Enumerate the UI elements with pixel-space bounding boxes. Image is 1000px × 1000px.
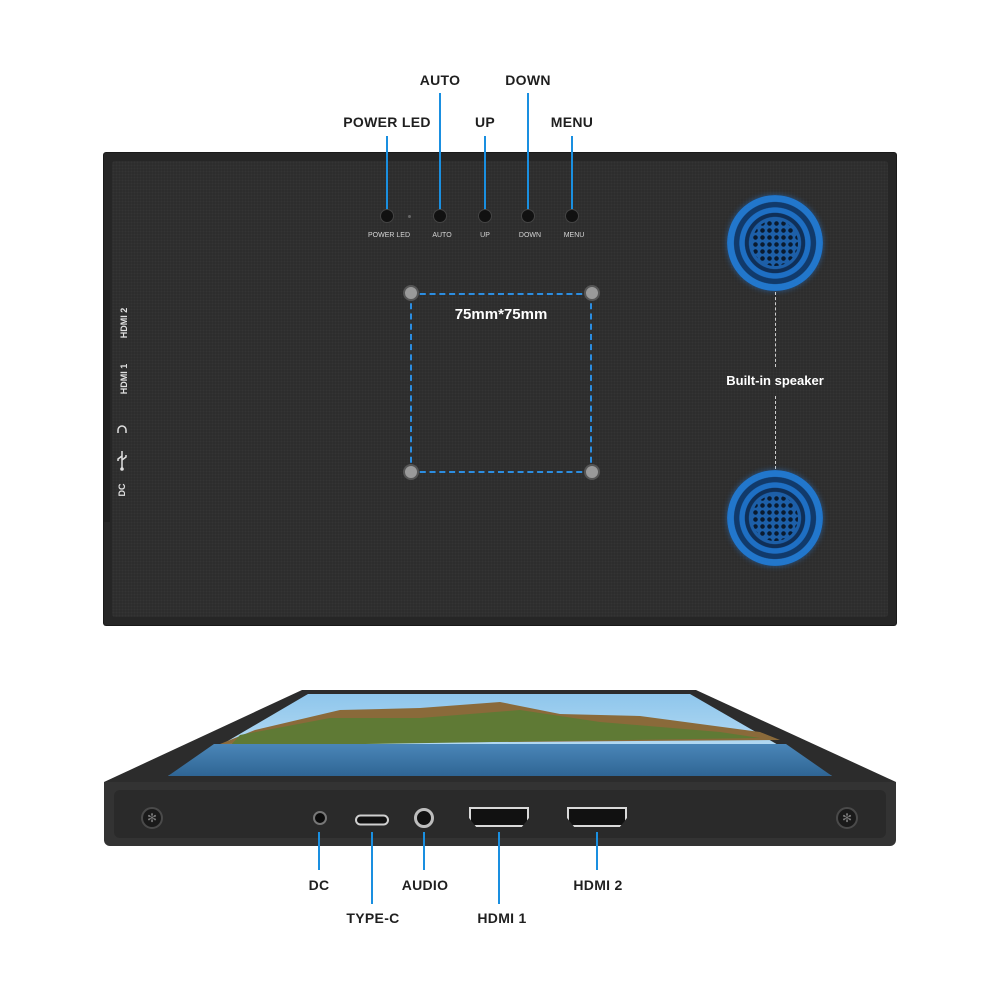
- speaker-connector-line-bottom: [775, 396, 776, 469]
- callout-line-menu: [571, 136, 573, 212]
- audio-port[interactable]: [414, 808, 434, 828]
- type-c-port[interactable]: [355, 814, 389, 826]
- callout-audio: AUDIO: [401, 877, 449, 893]
- dc-port[interactable]: [313, 811, 327, 825]
- callout-line-down: [527, 93, 529, 212]
- side-label-hdmi1: HDMI 1: [119, 363, 129, 395]
- callout-line-auto: [439, 93, 441, 212]
- screw-icon: ✻: [836, 807, 858, 829]
- power-led-label: POWER LED: [367, 232, 411, 239]
- hdmi1-port[interactable]: [469, 807, 529, 827]
- auto-button[interactable]: [433, 209, 447, 223]
- callout-line-dc: [318, 832, 320, 870]
- callout-line-up: [484, 136, 486, 212]
- speaker-top: [727, 195, 823, 291]
- vesa-label: 75mm*75mm: [454, 306, 548, 323]
- vesa-screw-bottom-left: [403, 464, 419, 480]
- power-led-indicator: [408, 215, 411, 218]
- power-button[interactable]: [380, 209, 394, 223]
- callout-line-type-c: [371, 832, 373, 904]
- vesa-screw-bottom-right: [584, 464, 600, 480]
- speaker-connector-line-top: [775, 292, 776, 367]
- vesa-screw-top-right: [584, 285, 600, 301]
- callout-line-audio: [423, 832, 425, 870]
- hdmi2-port[interactable]: [567, 807, 627, 827]
- down-label: DOWN: [518, 232, 542, 239]
- callout-menu: MENU: [550, 114, 594, 130]
- auto-label: AUTO: [432, 232, 452, 239]
- callout-down: DOWN: [505, 72, 551, 88]
- headphone-icon: [117, 425, 127, 433]
- side-port-strip: [104, 290, 110, 522]
- callout-line-power-led: [386, 136, 388, 212]
- callout-type-c: TYPE-C: [346, 910, 400, 926]
- speaker-grille: [752, 495, 798, 541]
- speaker-bottom: [727, 470, 823, 566]
- callout-hdmi1: HDMI 1: [477, 910, 527, 926]
- callout-dc: DC: [308, 877, 330, 893]
- speaker-label: Built-in speaker: [726, 373, 824, 388]
- screw-icon: ✻: [141, 807, 163, 829]
- down-button[interactable]: [521, 209, 535, 223]
- menu-button[interactable]: [565, 209, 579, 223]
- monitor-side-view: [104, 690, 896, 782]
- bottom-port-bar: [104, 782, 896, 846]
- callout-up: UP: [474, 114, 496, 130]
- callout-line-hdmi2: [596, 832, 598, 870]
- vesa-screw-top-left: [403, 285, 419, 301]
- speaker-grille: [752, 220, 798, 266]
- side-label-dc: DC: [117, 483, 127, 497]
- vesa-mount-outline: [410, 293, 592, 473]
- usb-icon: [117, 451, 127, 471]
- screen-trees: [230, 710, 760, 746]
- screen-water: [168, 744, 832, 776]
- up-label: UP: [480, 232, 490, 239]
- callout-power-led: POWER LED: [343, 114, 431, 130]
- menu-label: MENU: [563, 232, 585, 239]
- up-button[interactable]: [478, 209, 492, 223]
- callout-auto: AUTO: [419, 72, 461, 88]
- callout-line-hdmi1: [498, 832, 500, 904]
- side-label-hdmi2: HDMI 2: [119, 307, 129, 339]
- callout-hdmi2: HDMI 2: [573, 877, 623, 893]
